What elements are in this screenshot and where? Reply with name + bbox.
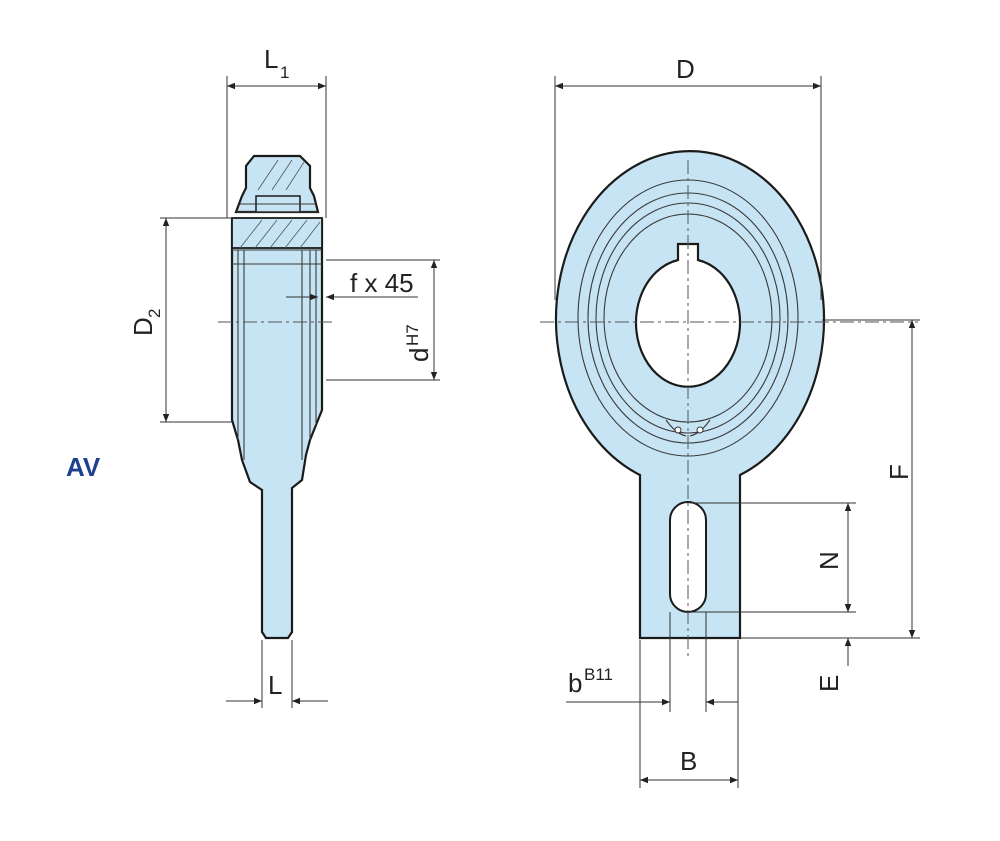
label-f: F xyxy=(884,464,914,480)
label-n: N xyxy=(814,551,844,570)
lever-arm-outline xyxy=(554,150,826,640)
side-dimensions xyxy=(160,76,440,708)
label-l1-sub: 1 xyxy=(280,63,289,82)
outer-ring-section xyxy=(231,217,323,249)
front-view xyxy=(540,150,918,660)
front-dimensions xyxy=(554,76,920,788)
label-bore: d xyxy=(404,348,434,362)
side-view-body xyxy=(230,218,324,640)
label-b-upper: B xyxy=(680,746,697,776)
label-b-tol: B11 xyxy=(584,665,613,684)
label-e: E xyxy=(814,675,844,692)
side-view xyxy=(218,154,336,640)
label-d: D xyxy=(676,54,695,84)
label-l1: L xyxy=(264,44,278,74)
label-chamfer: f x 45 xyxy=(350,268,414,298)
label-d2-sub: 2 xyxy=(145,309,164,318)
label-b-lower: b xyxy=(568,668,582,698)
title-av: AV xyxy=(66,452,101,482)
label-l: L xyxy=(268,670,282,700)
label-d2: D xyxy=(128,317,158,336)
label-bore-tol: H7 xyxy=(403,324,422,346)
